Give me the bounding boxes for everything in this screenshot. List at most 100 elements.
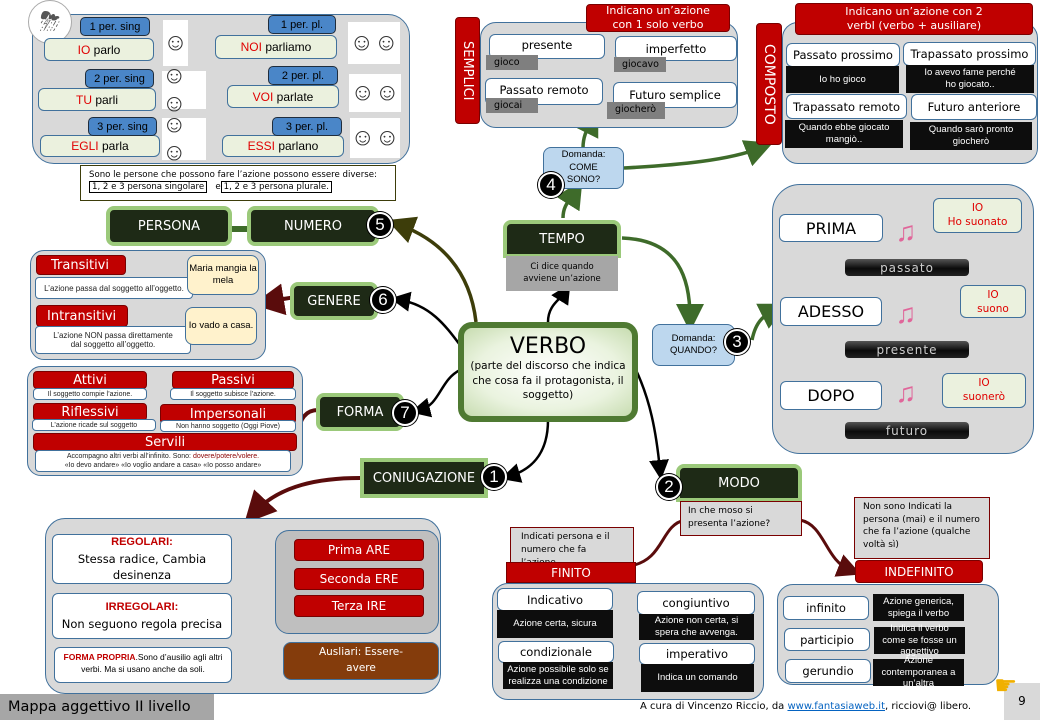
mode-imperativo-desc: Indica un comando — [641, 664, 754, 692]
pronoun: TU — [75, 92, 92, 107]
link-verbo-tempo — [546, 283, 571, 323]
impersonali-title: Impersonali — [160, 404, 296, 424]
mode-condizionale-desc: Azione possibile solo se realizza una co… — [503, 662, 613, 689]
irregolari-title: IRREGOLARI: — [105, 601, 179, 614]
credit-text: A cura di Vincenzo Riccio, da — [640, 701, 788, 712]
persona-tag: 1 per. sing — [80, 17, 150, 36]
example-giocavo: giocavo — [614, 57, 666, 72]
regolari-card: REGOLARI: Stessa radice, Cambia desinenz… — [52, 534, 232, 584]
node-coniugazione[interactable]: CONIUGAZIONE — [360, 458, 488, 498]
tense-imperfetto: imperfetto — [615, 36, 737, 61]
website-link[interactable]: www.fantasiaweb.it — [787, 701, 885, 712]
pronoun: IO — [77, 42, 91, 57]
group-icon: ☺☺ — [350, 118, 400, 158]
attivi-title: Attivi — [33, 371, 147, 389]
link-verbo-forma — [410, 368, 461, 418]
irregolari-card: IRREGOLARI: Non seguono regola precisa — [52, 593, 232, 639]
group-icon: ☺☺ — [348, 22, 400, 64]
group-icon: ☺☺ — [162, 111, 206, 166]
tense-passato-prossimo: Passato prossimo — [786, 43, 900, 67]
verbo-node[interactable]: VERBO (parte del discorso che indica che… — [458, 322, 638, 422]
violinist-icon: ♫ — [895, 298, 917, 329]
semplici-label: SEMPLICI — [455, 17, 480, 124]
credit-email: , ricciovi@ libero. — [885, 701, 972, 712]
verbo-title: VERBO — [509, 334, 587, 359]
bubble-pronoun: IO — [978, 377, 990, 389]
tempo-prima-label: PRIMA — [779, 214, 883, 242]
node-numero[interactable]: NUMERO — [247, 206, 379, 246]
persona-note-text: Sono le persone che possono fare l’azion… — [89, 170, 377, 180]
pointing-hand-icon[interactable]: ☛ — [994, 670, 1018, 700]
link-tempo-come — [555, 180, 583, 219]
bar-passato: passato — [845, 259, 969, 276]
bubble-pronoun: IO — [971, 202, 984, 214]
tense-passato-remoto: Passato remoto — [485, 78, 603, 105]
link-modo-finito — [629, 518, 686, 568]
link-tempo-quando — [621, 236, 704, 332]
node-persona[interactable]: PERSONA — [106, 206, 232, 246]
irregolari-desc: Non seguono regola precisa — [61, 616, 223, 631]
finito-label: FINITO — [506, 562, 636, 583]
credit-line: A cura di Vincenzo Riccio, da www.fantas… — [640, 701, 971, 712]
number-badge-2: 2 — [656, 474, 682, 500]
persona-tag: 2 per. pl. — [268, 66, 338, 85]
indefinito-note: Non sono Indicati la persona (mai) e il … — [854, 497, 990, 559]
node-modo[interactable]: MODO — [676, 464, 802, 502]
example-trapassato-remoto: Quando ebbe giocato mangiò.. — [785, 120, 903, 148]
example-trapassato-prossimo: Io avevo fame perché ho giocato.. — [906, 65, 1034, 93]
forma-propria-title: FORMA PROPRIA — [63, 652, 136, 662]
transitivi-title: Transitivi — [36, 255, 126, 275]
example-gioco: gioco — [486, 55, 538, 70]
bubble-verb: suonerò — [962, 391, 1006, 404]
ausiliari-box: Ausliari: Essere-avere — [283, 642, 439, 680]
attivi-desc: Il soggetto compie l’azione. — [33, 388, 147, 400]
example-futuro-anteriore: Quando sarò pronto giocherò — [910, 122, 1032, 150]
node-forma[interactable]: FORMA — [316, 393, 404, 431]
verb: parliamo — [265, 40, 312, 54]
conjugation-seconda: Seconda ERE — [294, 568, 424, 590]
link-coniugazione-panel — [244, 476, 361, 524]
semplici-header: Indicano un’azione con 1 solo verbo — [586, 4, 730, 32]
intransitivi-title: Intransitivi — [36, 305, 128, 327]
group-icon: ☺☺ — [349, 74, 401, 112]
bubble-pronoun: IO — [987, 289, 999, 301]
servili-title: Servili — [33, 433, 297, 451]
persona-card-tu: TU parli — [38, 88, 156, 111]
tense-trapassato-remoto: Trapassato remoto — [786, 94, 907, 119]
bubble-verb: suono — [977, 303, 1009, 316]
number-badge-3: 3 — [724, 329, 750, 355]
mode-indicativo-desc: Azione certa, sicura — [497, 610, 613, 638]
violinist-icon: ♫ — [895, 216, 917, 247]
speech-bubble-passato: IO Ho suonato — [933, 198, 1022, 233]
pronoun: NOI — [240, 40, 262, 54]
transitivi-example-bubble: Maria mangia la mela — [187, 255, 259, 295]
link-verbo-modo — [634, 369, 669, 480]
verbo-desc: (parte del discorso che indica che cosa … — [470, 360, 626, 402]
number-badge-4: 4 — [538, 172, 564, 198]
note-plural: 1, 2 e 3 persona plurale. — [220, 181, 332, 194]
persona-tag: 1 per. pl. — [268, 15, 336, 34]
example-giocai: giocai — [486, 98, 538, 113]
link-verbo-genere — [390, 291, 461, 346]
violinist-icon: ♫ — [895, 377, 917, 408]
node-genere[interactable]: GENERE — [290, 282, 378, 320]
bubble-verb: Ho suonato — [947, 216, 1008, 229]
regolari-desc: Stessa radice, Cambia desinenza — [77, 551, 207, 582]
weather-icon: ⛈ — [28, 0, 72, 44]
page-number: 9 — [1004, 683, 1040, 720]
node-tempo[interactable]: TEMPO — [503, 220, 621, 258]
person-icon: ☺ — [163, 20, 188, 66]
indefinito-label: INDEFINITO — [855, 560, 983, 583]
finito-note: Indicati persona e il numero che fa l’az… — [510, 527, 634, 568]
mode-participio-desc: Indica il verbo come se fosse un aggetti… — [874, 623, 965, 657]
note-singular: 1, 2 e 3 persona singolare — [89, 181, 208, 194]
verb: parlate — [276, 89, 314, 104]
mode-imperativo: imperativo — [639, 643, 755, 665]
conjugation-terza: Terza IRE — [294, 595, 424, 617]
intransitivi-desc: L’azione NON passa direttamente dal sogg… — [35, 326, 191, 354]
link-verbo-coniugazione — [500, 419, 550, 483]
mode-condizionale: condizionale — [498, 641, 614, 663]
bar-futuro: futuro — [845, 422, 969, 439]
domanda-quando-box: Domanda: QUANDO? — [652, 324, 735, 366]
verb: parlo — [93, 42, 121, 57]
